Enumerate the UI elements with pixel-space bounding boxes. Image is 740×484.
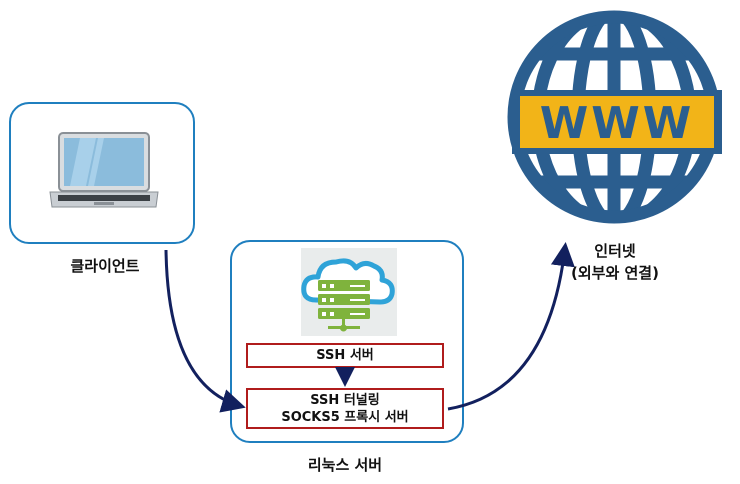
ssh-server-box: SSH 서버 bbox=[246, 343, 444, 368]
socks5-proxy-label: SOCKS5 프록시 서버 bbox=[281, 410, 409, 425]
ssh-tunnel-box: SSH 터널링 SOCKS5 프록시 서버 bbox=[246, 388, 444, 429]
internet-title: 인터넷 bbox=[594, 242, 636, 260]
client-label: 클라이언트 bbox=[70, 257, 140, 275]
ssh-tunnel-label: SSH 터널링 bbox=[310, 393, 380, 408]
server-label: 리눅스 서버 bbox=[307, 456, 383, 474]
ssh-server-label: SSH 서버 bbox=[316, 348, 374, 363]
internet-subtitle: (외부와 연결) bbox=[571, 264, 659, 282]
client-card bbox=[9, 102, 195, 244]
internet-label: 인터넷 (외부와 연결) bbox=[540, 240, 690, 284]
globe-www-text: WWW bbox=[540, 98, 695, 149]
